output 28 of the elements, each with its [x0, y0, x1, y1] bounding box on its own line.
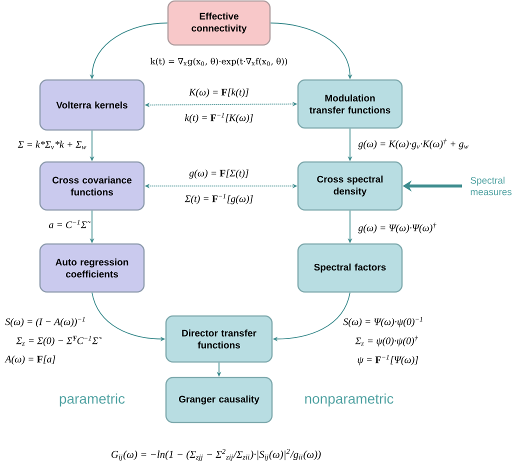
equation: A(ω) = F[a]	[4, 355, 56, 365]
process-box: Modulation transfer functions	[297, 79, 403, 129]
equation: k(t) = ∇$_{x}$g(x$_{0}$, θ)·exp(t·∇$_{x}$f(x$_{0}$, θ))	[150, 58, 288, 66]
edge-label: K(ω) = F[k(t)]	[188, 87, 250, 99]
category-label: nonparametric	[305, 393, 394, 407]
process-box: Director transfer functions	[165, 315, 273, 363]
process-box: Cross covariance functions	[39, 161, 145, 211]
equation: G$_{ij}$(ω) = −ln(1 − (Σ$_{zjj}$ − Σ$^{2}$$_{zij}$/Σ$_{zii}$)·|S$_{ij}$(ω)|$^{2}$/g$_{ii}$(ω))	[112, 448, 321, 462]
process-box: Auto regression coefficients	[39, 243, 145, 293]
equation: Σ(t) = F$^{−1}$[g(ω)]	[184, 194, 253, 204]
process-box: Effective connectivity	[167, 0, 271, 46]
edge-label: Σ = k*Σ$_{v}$*k + Σ$_{w}$	[16, 140, 88, 150]
equation: S(ω) = (I − A(ω))$^{−1}$	[5, 316, 85, 328]
equation: S(ω) = Ψ(ω)·ψ(0)$^{−1}$	[343, 316, 422, 328]
equation: ψ = F$^{−1}$[Ψ(ω)]	[358, 354, 418, 366]
edge-label: g(ω) = K(ω)·g$_{v}$·K(ω)$^{†}$ + g$_{w}$	[357, 138, 470, 150]
category-label: parametric	[60, 393, 125, 407]
equation: k(t) = F$^{−1}$[K(ω)]	[184, 112, 253, 124]
edge-label: g(ω) = F[Σ(t)]	[188, 168, 250, 180]
process-box: Volterra kernels	[39, 79, 145, 131]
edge-label: a = C$^{−1}$Σ̃	[48, 218, 91, 230]
side-label: Spectral measures	[470, 176, 512, 196]
equation: Σ$_{z}$ = Σ(0) − Σ̃$^{T}$C$^{−1}$Σ̃	[16, 336, 102, 346]
process-box: Cross spectral density	[297, 161, 403, 211]
edge-label: g(ω) = Ψ(ω)·Ψ(ω)$^{†}$	[357, 222, 438, 234]
equation: Σ$_{z}$ = ψ(0)·ψ(0)$^{†}$	[355, 336, 418, 346]
process-box: Granger causality	[165, 376, 273, 424]
process-box: Spectral factors	[297, 243, 403, 293]
